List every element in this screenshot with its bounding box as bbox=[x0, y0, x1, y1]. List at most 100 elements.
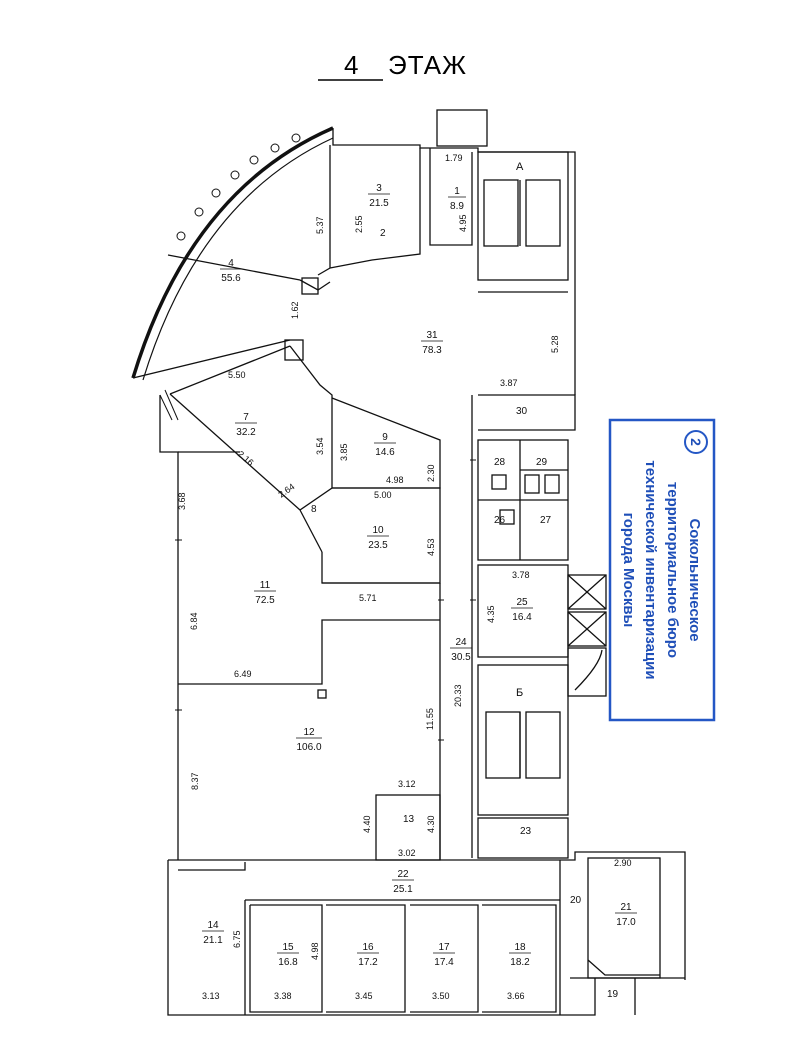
room-label: 732.2 bbox=[235, 412, 257, 438]
room-number: 17 bbox=[438, 942, 450, 953]
room-number: 1 bbox=[454, 186, 460, 197]
dimension-label: 1.79 bbox=[445, 153, 463, 163]
facade-columns bbox=[176, 133, 301, 241]
dimension-label: 4.30 bbox=[426, 815, 436, 833]
room-number: 12 bbox=[303, 727, 315, 738]
room-area: 21.5 bbox=[369, 198, 389, 209]
stair-a-label: А bbox=[516, 161, 524, 173]
room-area: 17.4 bbox=[434, 957, 454, 968]
walls bbox=[131, 109, 686, 1016]
dimension-label: 11.55 bbox=[425, 708, 435, 730]
dimension-label: 1.62 bbox=[290, 301, 300, 319]
room-number: 4 bbox=[228, 258, 234, 269]
room-label: 24 30.5 bbox=[450, 637, 472, 663]
dimension-label: 2.90 bbox=[614, 858, 632, 868]
room-number: 11 bbox=[260, 580, 271, 591]
room-label: 18 18.2 bbox=[509, 942, 531, 968]
floor-number: 4 bbox=[344, 50, 358, 80]
room-number: 10 bbox=[372, 525, 384, 536]
room-number: 25 bbox=[516, 597, 528, 608]
dimension-label: 20.33 bbox=[453, 684, 463, 707]
room-number: 13 bbox=[403, 814, 415, 825]
room-number: 20 bbox=[570, 895, 582, 906]
room-area: 30.5 bbox=[451, 652, 471, 663]
room-area: 78.3 bbox=[422, 345, 442, 356]
stamp-line-3: технической инвентаризации bbox=[642, 460, 659, 679]
room-label: 21 17.0 bbox=[615, 902, 637, 928]
stamp-line-4: города Москвы bbox=[620, 513, 637, 628]
dimension-label: 3.85 bbox=[339, 443, 349, 461]
dimension-label: 4.40 bbox=[362, 815, 372, 833]
room-number: 27 bbox=[540, 515, 552, 526]
room-area: 16.4 bbox=[512, 612, 532, 623]
dimension-label: 5.37 bbox=[315, 216, 325, 234]
room-number: 30 bbox=[516, 406, 528, 417]
room-number: 15 bbox=[282, 942, 294, 953]
room-number: 23 bbox=[520, 826, 532, 837]
dimension-label: 4.53 bbox=[426, 538, 436, 556]
room-number: 19 bbox=[607, 989, 619, 1000]
room-label: 17 17.4 bbox=[433, 942, 455, 968]
stair-b-label: Б bbox=[516, 687, 523, 699]
room-number: 21 bbox=[620, 902, 632, 913]
room-number: 31 bbox=[426, 330, 438, 341]
room-numbers: 2 8 13 19 20 23 26 27 28 29 30 bbox=[311, 228, 619, 1000]
dimension-label: 3.50 bbox=[432, 991, 450, 1001]
stamp-number: 2 bbox=[688, 438, 704, 446]
room-area: 23.5 bbox=[368, 540, 388, 551]
stamp-line-2: территориальное бюро bbox=[664, 482, 681, 658]
room-label: 10 23.5 bbox=[367, 525, 389, 551]
room-label: 455.6 bbox=[220, 258, 242, 284]
room-area: 17.0 bbox=[616, 917, 636, 928]
dimension-label: 3.45 bbox=[355, 991, 373, 1001]
dimension-label: 3.54 bbox=[315, 437, 325, 455]
wall-ticks bbox=[159, 389, 476, 741]
room-label: 321.5 bbox=[368, 183, 390, 209]
dimension-label: 3.38 bbox=[274, 991, 292, 1001]
room-area: 32.2 bbox=[236, 427, 256, 438]
stamp-border bbox=[608, 418, 716, 722]
room-number: 8 bbox=[311, 504, 317, 515]
floor-title-word: ЭТАЖ bbox=[388, 50, 467, 80]
room-label: 12 106.0 bbox=[296, 727, 322, 753]
room-area: 18.2 bbox=[510, 957, 530, 968]
dimension-label: 4.35 bbox=[486, 605, 496, 623]
room-number: 29 bbox=[536, 457, 548, 468]
room-area: 21.1 bbox=[203, 935, 223, 946]
room-area: 55.6 bbox=[221, 273, 241, 284]
dimension-labels: 1.79 4.95 2.55 5.37 1.62 5.28 5.50 3.87 … bbox=[177, 153, 632, 1001]
room-label: 14 21.1 bbox=[202, 920, 224, 946]
room-number: 18 bbox=[514, 942, 526, 953]
dimension-label: 3.87 bbox=[500, 378, 518, 388]
dimension-label: 4.95 bbox=[458, 214, 468, 232]
dimension-label: 3.68 bbox=[177, 492, 187, 510]
stamp-line-1: Сокольническое bbox=[686, 518, 703, 641]
room-area: 106.0 bbox=[296, 742, 321, 753]
room-number: 24 bbox=[455, 637, 467, 648]
room-number: 14 bbox=[207, 920, 219, 931]
dimension-label: 2.30 bbox=[426, 464, 436, 482]
dimension-label: 3.78 bbox=[512, 570, 530, 580]
room-number: 3 bbox=[376, 183, 382, 194]
room-area: 25.1 bbox=[393, 884, 413, 895]
room-number: 26 bbox=[494, 515, 506, 526]
dimension-label: 2.16 bbox=[236, 449, 256, 468]
dimension-label: 5.00 bbox=[374, 490, 392, 500]
room-label: 914.6 bbox=[374, 432, 396, 458]
room-area: 8.9 bbox=[450, 201, 464, 212]
dimension-label: 2.55 bbox=[354, 215, 364, 233]
room-label: 18.9 bbox=[448, 186, 466, 212]
dimension-label: 3.02 bbox=[398, 848, 416, 858]
dimension-label: 3.12 bbox=[398, 779, 416, 789]
stamp-number-circle bbox=[684, 430, 708, 454]
room-area: 16.8 bbox=[278, 957, 298, 968]
dimension-label: 6.49 bbox=[234, 669, 252, 679]
room-label: 31 78.3 bbox=[421, 330, 443, 356]
room-label: 15 16.8 bbox=[277, 942, 299, 968]
room-number: 2 bbox=[380, 228, 386, 239]
room-label: 25 16.4 bbox=[511, 597, 533, 623]
